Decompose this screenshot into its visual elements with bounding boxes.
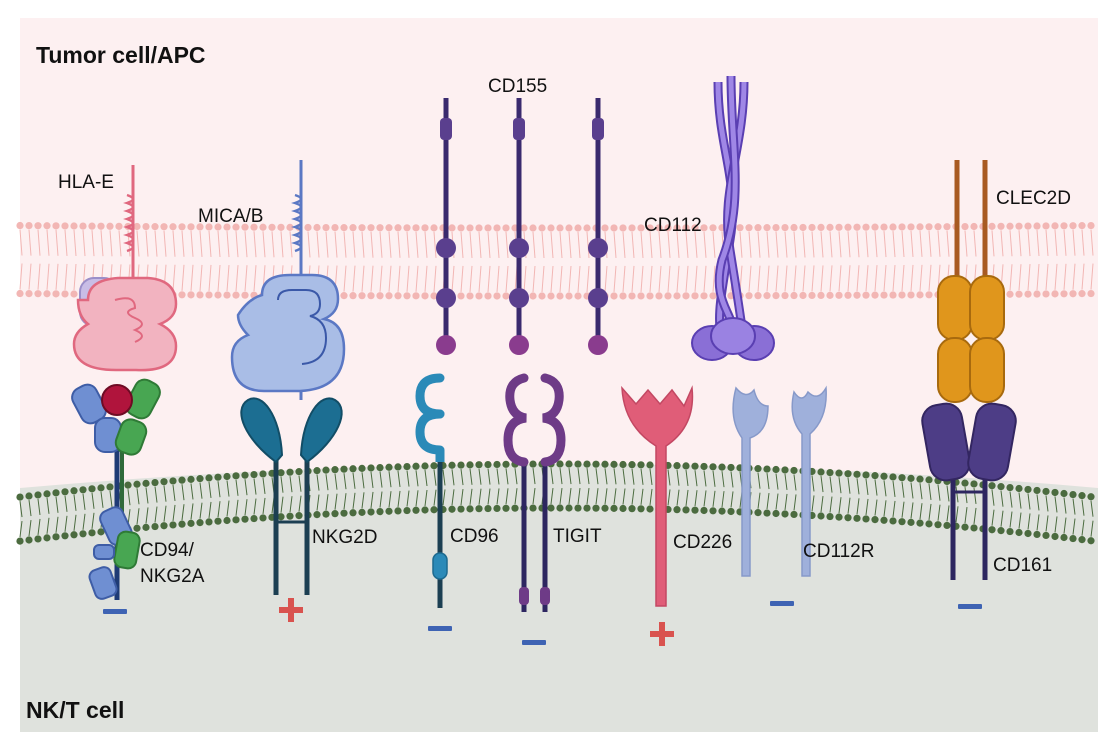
- cd94-nkg2a-receptor: [71, 378, 161, 600]
- tigit-inhibitory-minus: [522, 640, 546, 645]
- cd161-inhibitory-minus: [958, 604, 982, 609]
- tigit-label: TIGIT: [553, 526, 602, 547]
- tumor-cell-region: [20, 18, 1098, 498]
- clec2d-label: CLEC2D: [996, 188, 1071, 209]
- cd112r-receptor: [732, 385, 827, 577]
- cd94-label-line2: NKG2A: [140, 566, 205, 587]
- cd155-molecules: [436, 98, 608, 355]
- cd226-receptor: [621, 385, 694, 607]
- nkg2d-receptor: [240, 397, 343, 595]
- cd161-label: CD161: [993, 555, 1053, 576]
- cd155-chain-2: [509, 98, 529, 355]
- cd96-label: CD96: [450, 526, 499, 547]
- tumor-cell-title: Tumor cell/APC: [36, 42, 206, 68]
- cd112-molecule: [691, 75, 775, 361]
- cd226-activating-plus: [650, 622, 674, 646]
- cd112r-inhibitory-minus: [770, 601, 794, 606]
- nkg2d-activating-plus: [279, 598, 303, 622]
- nk-cell-title: NK/T cell: [26, 697, 125, 723]
- cd96-inhibitory-minus: [428, 626, 452, 631]
- mica-b-molecule: [230, 160, 346, 400]
- cd226-label: CD226: [673, 532, 733, 553]
- tigit-receptor: [503, 373, 566, 612]
- cd96-receptor: [415, 373, 448, 608]
- cd155-chain-1: [436, 98, 456, 355]
- cd161-receptor: [921, 402, 1017, 580]
- cd94-inhibitory-minus: [103, 609, 127, 614]
- cd112-label: CD112: [644, 215, 702, 236]
- cd155-label: CD155: [488, 76, 548, 97]
- clec2d-molecule: [937, 160, 1005, 403]
- mica-b-label: MICA/B: [198, 206, 264, 227]
- cd112r-label: CD112R: [803, 541, 875, 562]
- nk-cell-region: [20, 464, 1098, 732]
- nkg2d-label: NKG2D: [312, 527, 378, 548]
- hla-e-label: HLA-E: [58, 172, 114, 193]
- hla-e-molecule: [72, 165, 178, 372]
- cd155-chain-3: [588, 98, 608, 355]
- cd94-label-line1: CD94/: [140, 540, 194, 561]
- tumor-cell-membrane: [16, 221, 1095, 300]
